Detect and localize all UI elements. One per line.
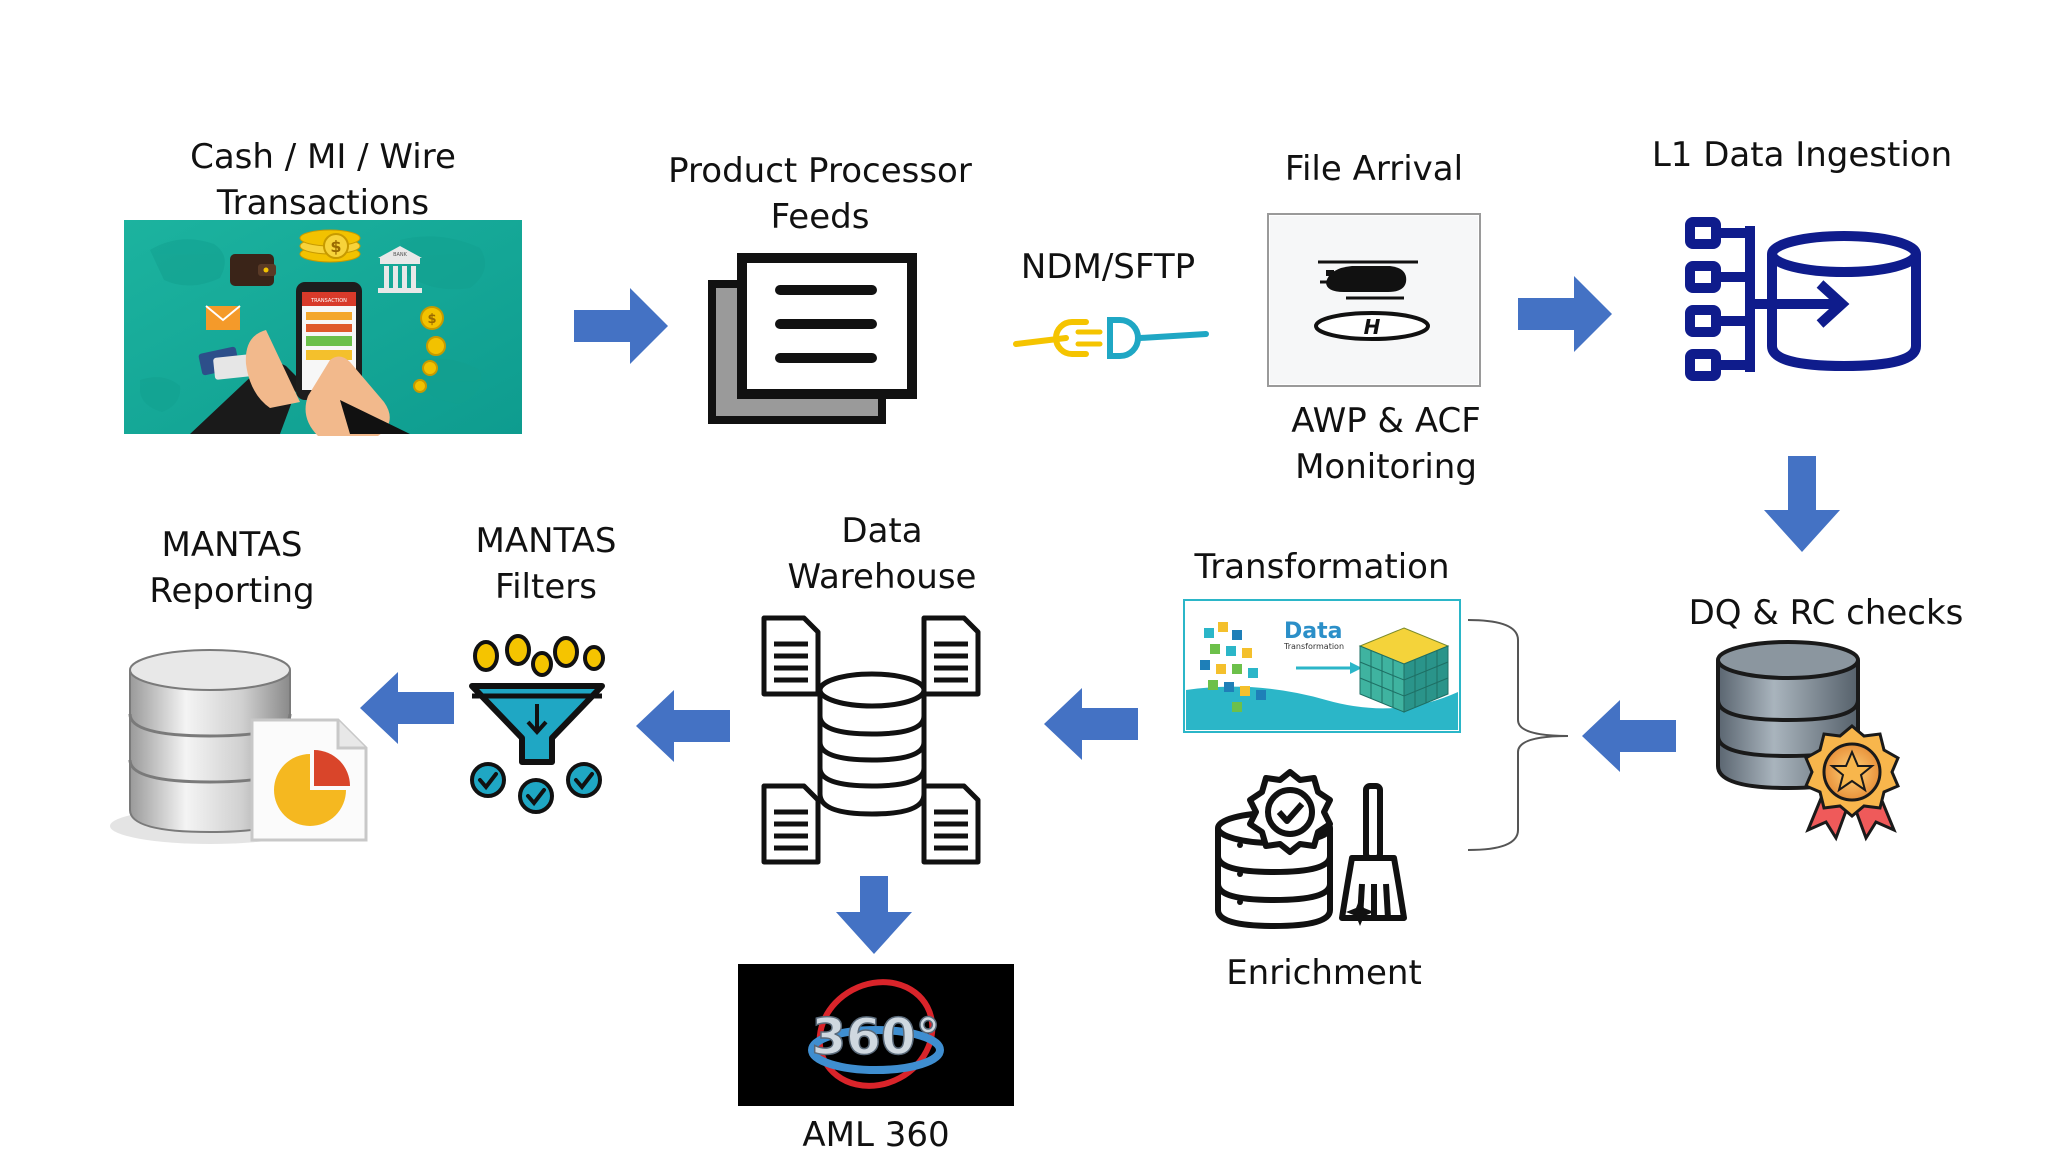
phone-screen-word: TRANSACTION [310,298,347,304]
coin-icon [473,634,605,677]
arrow-dq-to-transformation [1582,700,1676,772]
banner-word: Data [1284,619,1342,644]
arrival-title: File Arrival [1285,149,1463,189]
warehouse-document-icon [761,615,821,697]
transformation-label: Transformation [1193,547,1449,587]
arrow-ingestion-to-dq [1764,456,1840,552]
plug-connector-icon [1013,317,1209,359]
banner-sub: Transformation [1283,642,1344,651]
wallet-icon [230,254,276,286]
coin-trail-icon: $ [413,306,446,393]
arrow-warehouse-to-aml [836,876,912,954]
filters-label-line2: Filters [495,567,597,607]
transformation-bracket [1467,619,1569,851]
reporting-label-line2: Reporting [149,571,314,611]
arrow-filters-to-reporting [360,672,454,744]
arrow-arrival-to-ingestion [1518,276,1612,352]
bank-icon: BANK [378,246,422,293]
svg-text:$: $ [330,237,341,256]
cube-grid-icon [1358,627,1450,713]
source-label-line1: Cash / MI / Wire [190,137,456,177]
quality-badge-icon [1804,724,1900,842]
aml-logo-text: 360° [811,1008,940,1066]
arrival-caption-line1: AWP & ACF [1291,401,1481,441]
scattered-cubes-icon [1200,622,1266,712]
ingestion-label: L1 Data Ingestion [1652,135,1952,175]
source-label-line2: Transactions [216,183,429,223]
dq-label: DQ & RC checks [1689,593,1964,633]
helicopter-helipad-icon: H [1267,213,1481,387]
data-transformation-banner: Data Transformation [1183,599,1461,733]
document-stack-icon [708,253,917,424]
data-ingestion-icon [1685,217,1921,381]
bank-word: BANK [393,252,408,258]
svg-text:H: H [1364,315,1381,339]
aml-label: AML 360 [802,1115,949,1152]
transactions-illustration: $ BANK $ [124,220,522,436]
aml-360-logo: 360° [738,964,1014,1106]
arrow-warehouse-to-filters [636,690,730,762]
reporting-label-line1: MANTAS [162,525,303,565]
warehouse-label-line1: Data [841,511,922,551]
database-broom-icon [1215,769,1407,929]
data-warehouse-icon [761,615,981,865]
arrow-transformation-to-warehouse [1044,688,1138,760]
warehouse-document-icon [921,615,981,697]
enrichment-label: Enrichment [1226,953,1422,993]
warehouse-document-icon [921,783,981,865]
coin-stack-icon: $ [299,229,361,263]
smartphone-icon: TRANSACTION [190,282,410,436]
transport-label: NDM/SFTP [1021,247,1195,287]
feeds-label-line2: Feeds [771,197,870,237]
credit-card-icon [198,346,253,380]
pie-report-icon [250,718,368,842]
filter-funnel-icon [469,634,605,814]
arrow-source-to-feeds [574,288,668,364]
arrival-caption-line2: Monitoring [1295,447,1477,487]
warehouse-label-line2: Warehouse [788,557,977,597]
warehouse-document-icon [761,783,821,865]
envelope-icon [205,305,241,330]
filters-label-line1: MANTAS [476,521,617,561]
svg-text:$: $ [427,312,436,327]
feeds-label-line1: Product Processor [668,151,972,191]
